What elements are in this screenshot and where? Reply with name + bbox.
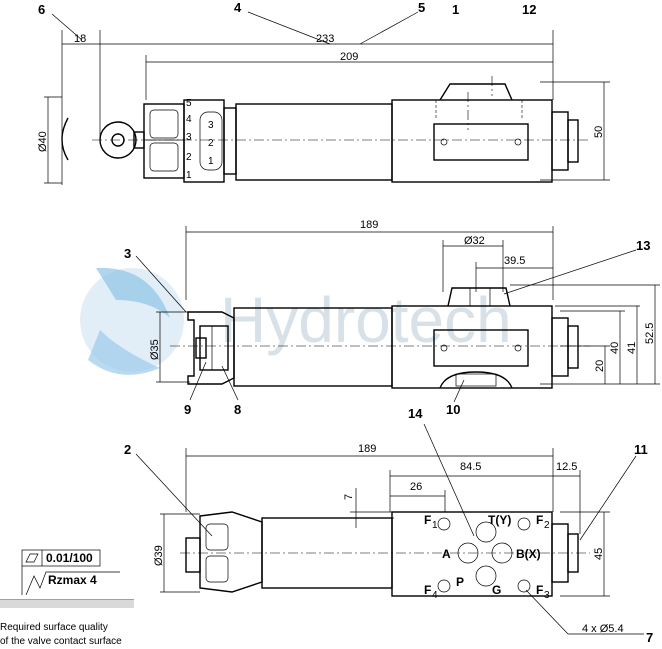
position-14: 14 <box>408 406 423 421</box>
scale-3: 3 <box>186 132 192 143</box>
position-4: 4 <box>234 0 242 15</box>
bottom-view <box>135 423 644 635</box>
scale-4: 4 <box>186 114 192 125</box>
dim-20: 20 <box>594 360 606 372</box>
roughness-value: Rzmax 4 <box>48 573 97 587</box>
position-5: 5 <box>418 0 425 15</box>
port-b-x: B(X) <box>516 547 541 561</box>
position-12: 12 <box>522 2 536 17</box>
dim-45: 45 <box>593 548 605 560</box>
dim-41: 41 <box>626 342 638 354</box>
scale-small-3: 3 <box>208 120 214 131</box>
position-13: 13 <box>636 238 650 253</box>
scale-1: 1 <box>186 170 192 181</box>
port-f3-sub: 3 <box>544 590 550 601</box>
dim-d39: Ø39 <box>153 545 165 566</box>
dim-39-5: 39.5 <box>504 255 525 267</box>
port-f4-sub: 4 <box>432 590 438 601</box>
port-f3: F <box>536 583 543 597</box>
scale-2: 2 <box>186 152 192 163</box>
dim-52-5: 52.5 <box>644 323 656 344</box>
watermark-text: Hydrotech <box>220 284 512 356</box>
port-p: P <box>456 575 464 589</box>
port-g: G <box>492 583 501 597</box>
dim-7: 7 <box>343 494 355 500</box>
surface-quality-symbol <box>0 549 134 608</box>
position-6: 6 <box>38 2 45 17</box>
side-view <box>135 226 660 403</box>
dim-4x-d5-4: 4 x Ø5.4 <box>582 623 624 635</box>
port-f1-sub: 1 <box>432 520 438 531</box>
position-8: 8 <box>234 402 241 417</box>
position-2: 2 <box>124 442 131 457</box>
port-f2: F <box>536 513 543 527</box>
dim-189-bot: 189 <box>358 443 376 455</box>
dim-233: 233 <box>316 33 334 45</box>
dim-189-mid: 189 <box>360 219 378 231</box>
dim-d40: Ø40 <box>37 131 49 152</box>
dim-d32: Ø32 <box>464 235 485 247</box>
watermark: Hydrotech <box>80 267 512 375</box>
position-10: 10 <box>446 402 460 417</box>
scale-small-2: 2 <box>208 138 214 149</box>
scale-5: 5 <box>186 98 192 109</box>
dim-40-mid: 40 <box>609 342 621 354</box>
dim-209: 209 <box>340 51 358 63</box>
dim-84-5: 84.5 <box>460 461 481 473</box>
surface-note-line2: of the valve contact surface <box>0 636 122 647</box>
position-9: 9 <box>184 402 191 417</box>
dim-26: 26 <box>410 481 422 493</box>
dim-18: 18 <box>74 33 86 45</box>
surface-note-line1: Required surface quality <box>0 622 108 633</box>
dim-d35: Ø35 <box>149 339 161 360</box>
flatness-value: 0.01/100 <box>46 551 93 565</box>
port-f1: F <box>424 513 431 527</box>
position-3: 3 <box>124 246 131 261</box>
position-11: 11 <box>634 442 648 457</box>
dim-12-5: 12.5 <box>556 461 577 473</box>
port-t-y: T(Y) <box>488 513 511 527</box>
position-1: 1 <box>452 2 459 17</box>
port-f2-sub: 2 <box>544 520 550 531</box>
top-view <box>44 11 610 185</box>
dim-50: 50 <box>593 126 605 138</box>
scale-small-1: 1 <box>208 156 214 167</box>
port-a: A <box>442 547 451 561</box>
port-f4: F <box>424 583 431 597</box>
position-7: 7 <box>646 630 653 645</box>
